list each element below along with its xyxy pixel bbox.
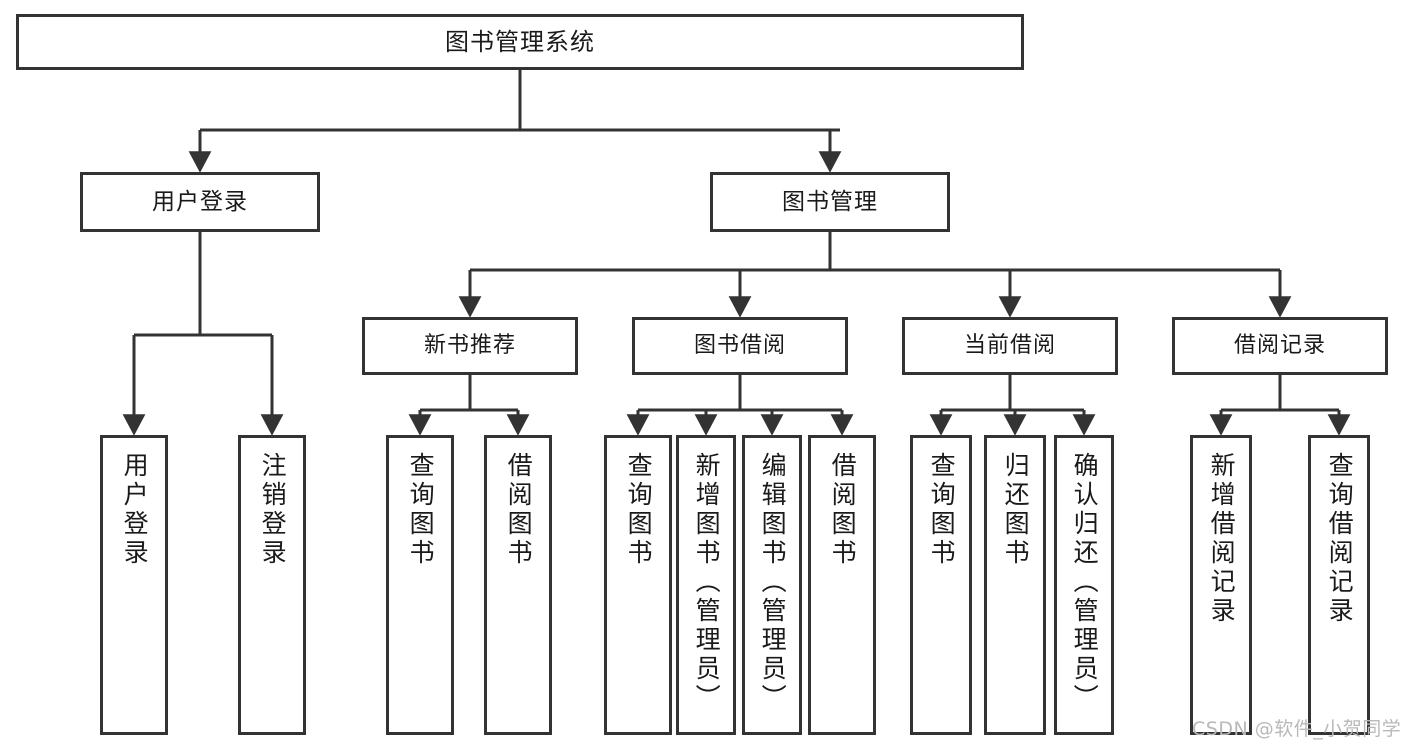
edges-book-borrow-to-leaves [626, 375, 854, 436]
node-leaf-return-book[interactable]: 归还图书 [984, 435, 1046, 735]
node-user-login[interactable]: 用户登录 [80, 172, 320, 232]
edges-user-login-to-leaves [122, 232, 284, 436]
node-leaf-add-borrow-record-label: 新增借阅记录 [1207, 452, 1237, 626]
node-root[interactable]: 图书管理系统 [16, 14, 1024, 70]
edges-current-borrow-to-leaves [929, 375, 1096, 436]
node-leaf-confirm-return[interactable]: 确认归还（管理员） [1054, 435, 1114, 735]
csdn-watermark: CSDN @软件_小贺同学 [1192, 718, 1402, 740]
node-leaf-borrow-book-2-label: 借阅图书 [828, 452, 858, 568]
node-leaf-confirm-return-label: 确认归还（管理员） [1070, 452, 1100, 713]
node-leaf-query-book-3-label: 查询图书 [927, 452, 957, 568]
node-leaf-user-login[interactable]: 用户登录 [100, 435, 168, 735]
node-leaf-query-book-2[interactable]: 查询图书 [604, 435, 672, 735]
edges-root-to-level2 [188, 70, 842, 173]
node-book-manage[interactable]: 图书管理 [710, 172, 950, 232]
node-leaf-edit-book-label: 编辑图书（管理员） [758, 452, 788, 713]
edges-borrow-record-to-leaves [1209, 375, 1351, 436]
node-leaf-add-book-label: 新增图书（管理员） [692, 452, 722, 713]
node-new-book-recommend-label: 新书推荐 [423, 333, 516, 359]
node-borrow-record[interactable]: 借阅记录 [1172, 317, 1388, 375]
node-book-borrow-label: 图书借阅 [693, 333, 786, 359]
node-leaf-borrow-book-1-label: 借阅图书 [504, 452, 534, 568]
node-borrow-record-label: 借阅记录 [1233, 333, 1326, 359]
node-leaf-edit-book[interactable]: 编辑图书（管理员） [742, 435, 802, 735]
node-user-login-label: 用户登录 [152, 188, 248, 215]
node-leaf-return-book-label: 归还图书 [1001, 452, 1031, 568]
node-leaf-user-logout[interactable]: 注销登录 [238, 435, 306, 735]
node-leaf-query-book-2-label: 查询图书 [624, 452, 654, 568]
node-new-book-recommend[interactable]: 新书推荐 [362, 317, 578, 375]
node-current-borrow[interactable]: 当前借阅 [902, 317, 1118, 375]
node-leaf-query-borrow-record-label: 查询借阅记录 [1325, 452, 1355, 626]
node-book-manage-label: 图书管理 [782, 188, 878, 215]
node-leaf-user-login-label: 用户登录 [120, 452, 150, 568]
node-leaf-borrow-book-2[interactable]: 借阅图书 [808, 435, 876, 735]
node-leaf-add-borrow-record[interactable]: 新增借阅记录 [1190, 435, 1252, 735]
edges-book-manage-to-level3 [458, 232, 1292, 318]
edges-new-book-recommend-to-leaves [408, 375, 530, 436]
node-leaf-query-book-1[interactable]: 查询图书 [386, 435, 454, 735]
node-current-borrow-label: 当前借阅 [963, 333, 1056, 359]
node-book-borrow[interactable]: 图书借阅 [632, 317, 848, 375]
node-leaf-add-book[interactable]: 新增图书（管理员） [676, 435, 736, 735]
node-leaf-borrow-book-1[interactable]: 借阅图书 [484, 435, 552, 735]
node-root-label: 图书管理系统 [445, 28, 595, 56]
node-leaf-user-logout-label: 注销登录 [258, 452, 288, 568]
node-leaf-query-book-1-label: 查询图书 [406, 452, 436, 568]
node-leaf-query-borrow-record[interactable]: 查询借阅记录 [1308, 435, 1370, 735]
node-leaf-query-book-3[interactable]: 查询图书 [910, 435, 972, 735]
